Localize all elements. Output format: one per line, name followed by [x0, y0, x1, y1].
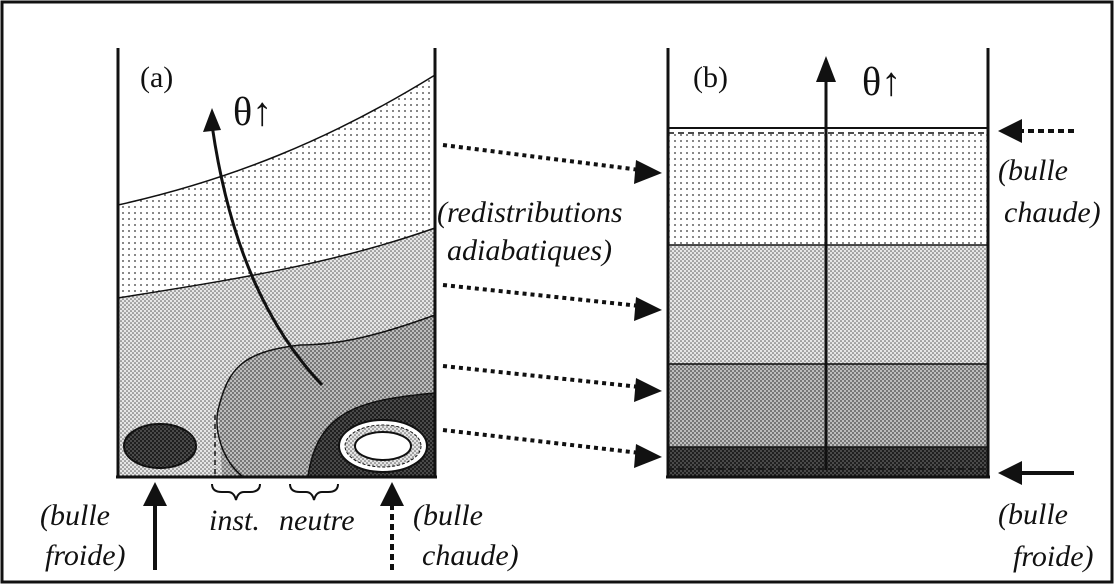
panel-b-theta: θ↑	[862, 59, 901, 104]
cold-bubble	[123, 423, 197, 469]
panel-b-layer-light	[668, 245, 988, 364]
cold-bubble-label-a-1: (bulle	[40, 499, 110, 532]
neutre-label: neutre	[279, 504, 355, 537]
panel-a-layer-light	[118, 228, 435, 476]
panel-a: (a) θ↑ inst. neutre (bulle froide) (bull…	[40, 48, 519, 572]
panel-a-layer-medium	[218, 315, 435, 476]
brace-neutre	[289, 483, 339, 501]
redistribution-arrows	[442, 143, 662, 468]
warm-bubble-label-b-1: (bulle	[998, 154, 1068, 187]
redistribution-label-1: (redistributions	[437, 196, 623, 229]
warm-bubble-label-a-1: (bulle	[413, 499, 483, 532]
cold-bubble-label-a-2: froide)	[45, 539, 126, 572]
panel-b-layer-medium	[668, 364, 988, 447]
panel-b-layer-dark	[668, 447, 988, 477]
theta-arrow-a	[210, 124, 324, 387]
panel-a-theta: θ↑	[233, 89, 272, 134]
panel-b-label: (b)	[693, 61, 728, 94]
panel-a-label: (a)	[140, 61, 173, 94]
cold-bubble-label-b-1: (bulle	[998, 498, 1068, 531]
redistribution-label-2: adiabatiques)	[447, 234, 612, 267]
panel-a-layer-light-dots	[118, 75, 435, 298]
panel-b: (b) θ↑ (bulle chaude) (bulle froide)	[666, 48, 1101, 573]
panel-b-layer-light-dots	[668, 130, 988, 245]
inst-label: inst.	[209, 504, 260, 537]
brace-inst	[211, 483, 261, 501]
warm-bubble-label-a-2: chaude)	[422, 539, 519, 572]
cold-bubble-label-b-2: froide)	[1013, 540, 1094, 573]
warm-bubble-inner	[354, 431, 412, 461]
warm-bubble-label-b-2: chaude)	[1004, 196, 1101, 229]
